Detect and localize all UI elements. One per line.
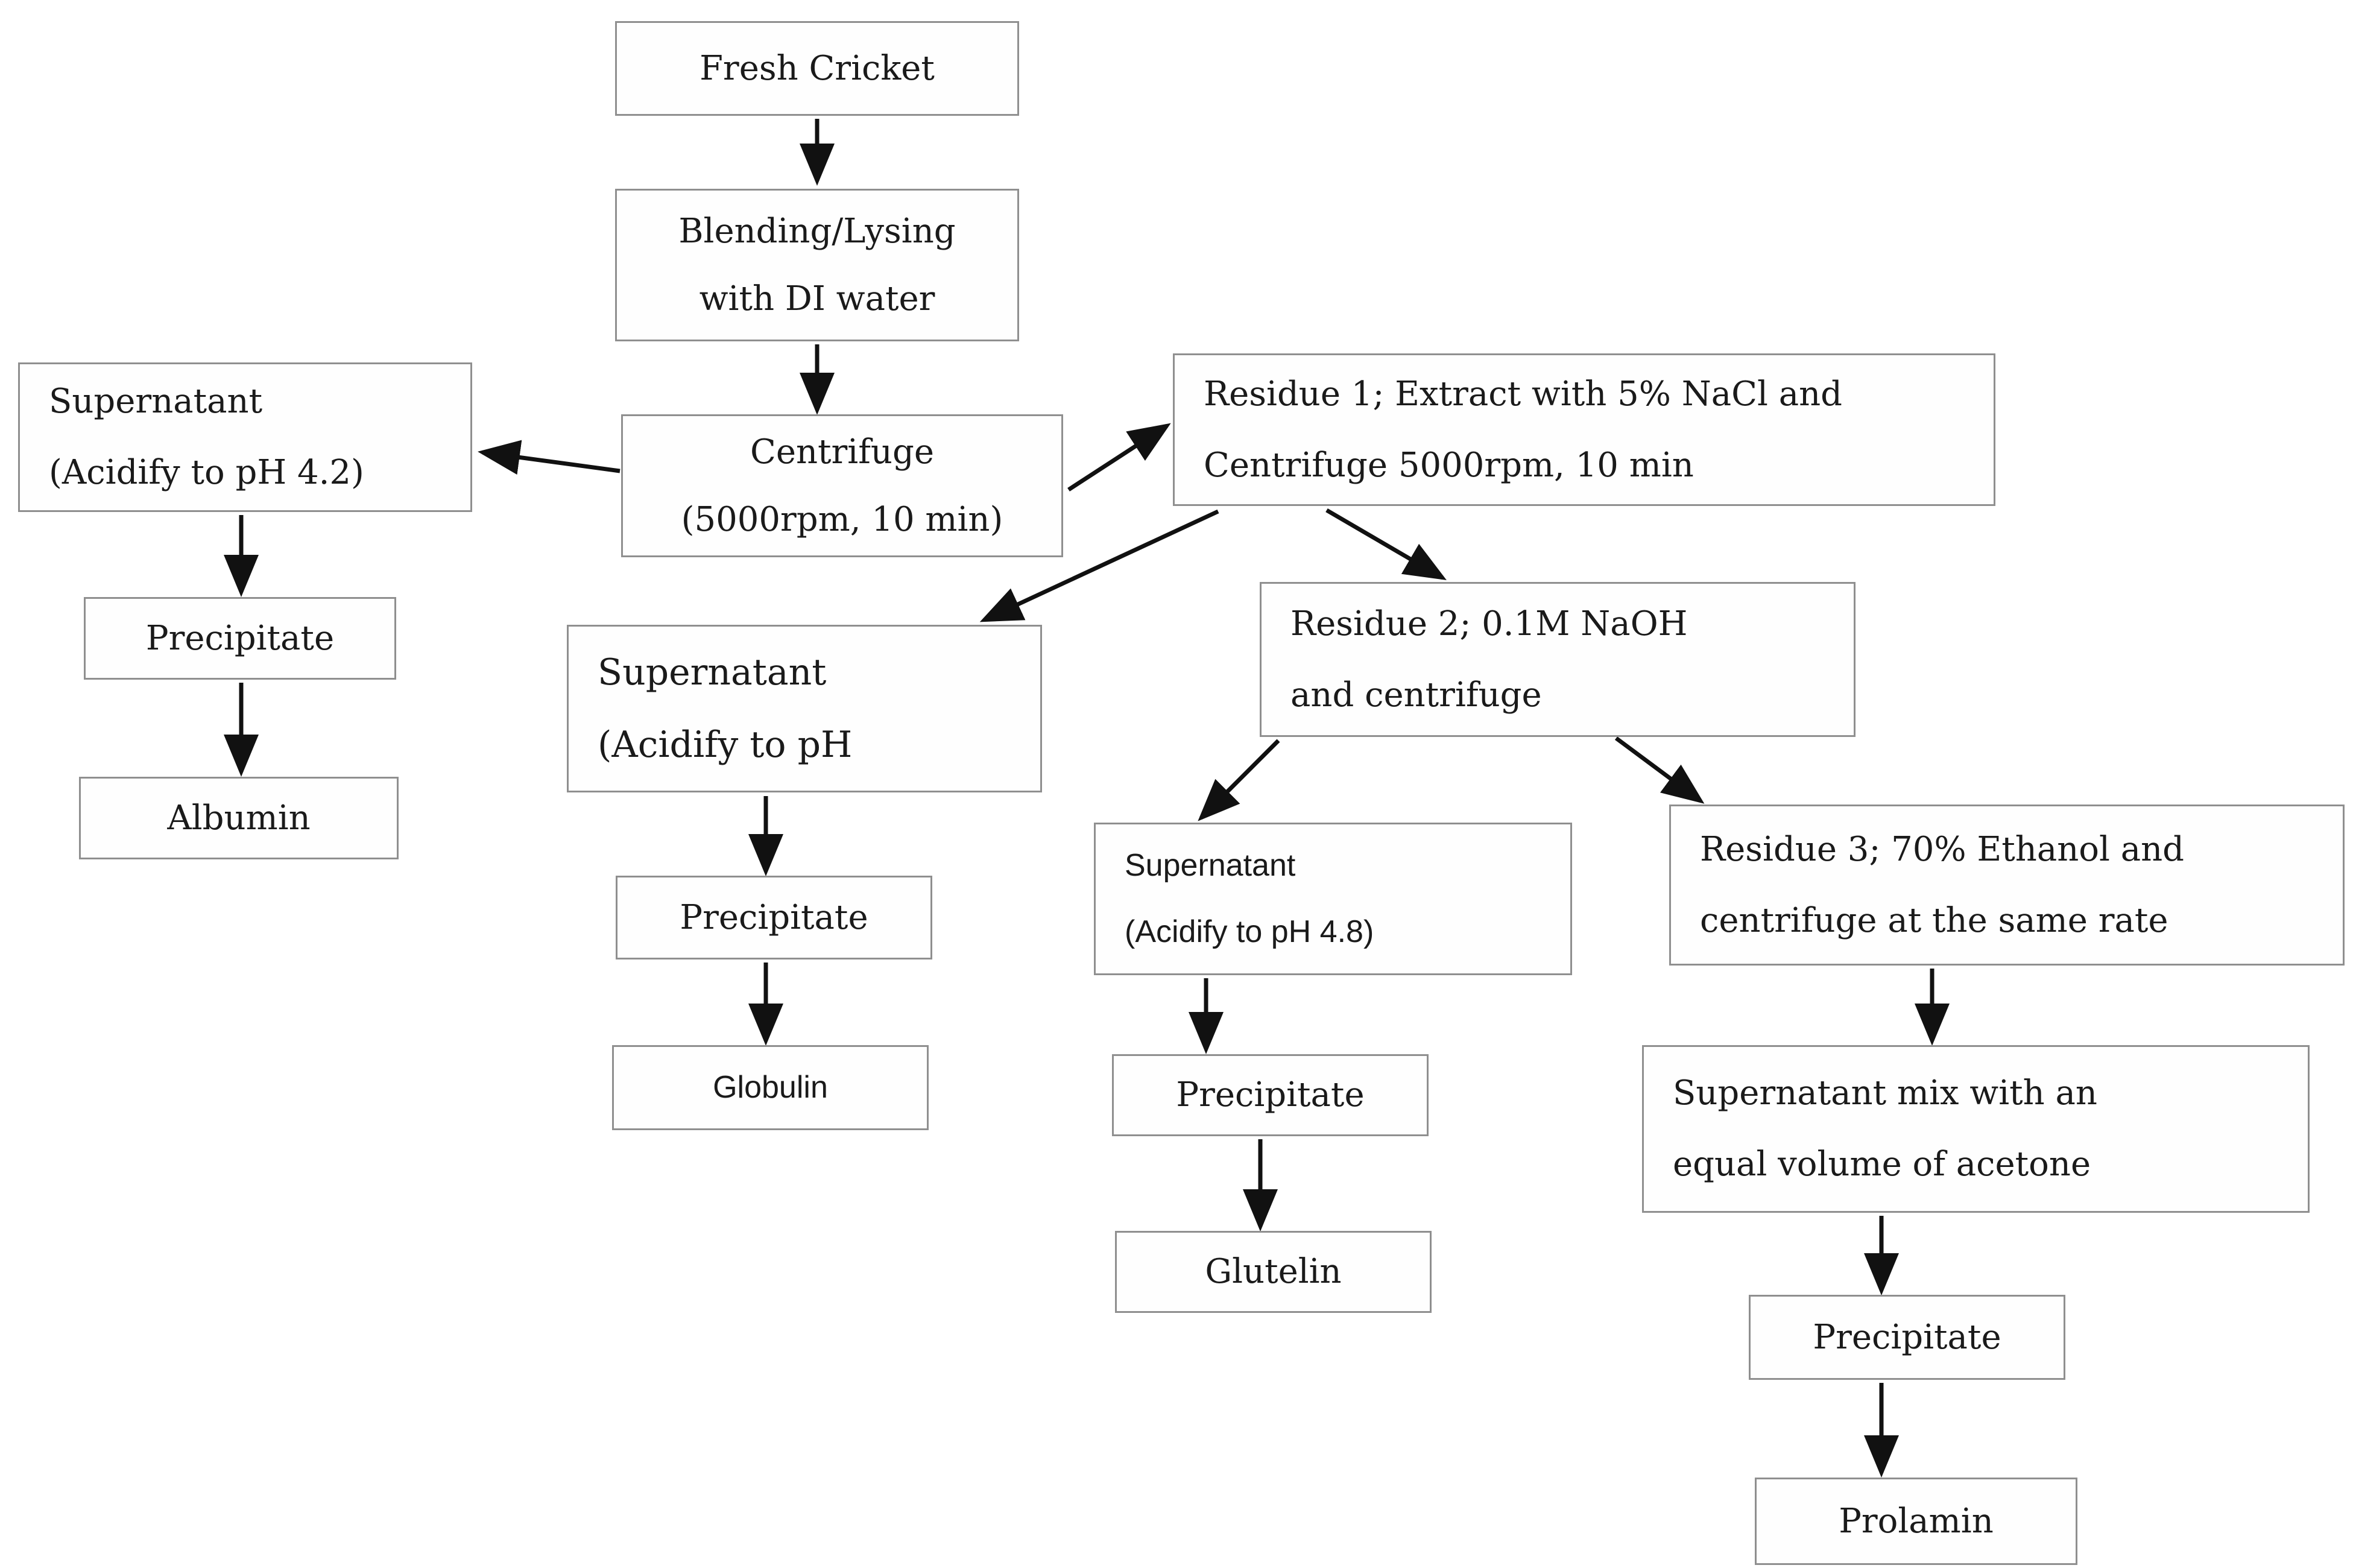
arrow-centrifuge-to-sup42 xyxy=(478,440,621,475)
node-precipitate-glutelin: Precipitate xyxy=(1112,1054,1429,1136)
node-precipitate-globulin: Precipitate xyxy=(616,876,932,959)
node-supernatant-ph42: Supernatant (Acidify to pH 4.2) xyxy=(18,362,472,512)
node-residue-1: Residue 1; Extract with 5% NaCl and Cent… xyxy=(1173,353,1995,506)
node-supernatant-mid: Supernatant (Acidify to pH xyxy=(567,625,1042,792)
node-precipitate-prolamin: Precipitate xyxy=(1749,1295,2065,1380)
node-albumin: Albumin xyxy=(79,777,399,859)
node-supernatant-ph48: Supernatant (Acidify to pH 4.8) xyxy=(1094,823,1572,975)
arrow-residue2-to-residue3 xyxy=(1614,736,1705,804)
arrow-residue2-to-sup48 xyxy=(1198,739,1280,821)
node-blending-lysing: Blending/Lysing with DI water xyxy=(615,189,1019,341)
node-fresh-cricket: Fresh Cricket xyxy=(615,21,1019,116)
node-residue-2: Residue 2; 0.1M NaOH and centrifuge xyxy=(1260,582,1856,737)
node-precipitate-albumin: Precipitate xyxy=(84,597,396,680)
node-globulin: Globulin xyxy=(612,1045,929,1130)
node-supernatant-acetone: Supernatant mix with an equal volume of … xyxy=(1642,1045,2310,1213)
node-glutelin: Glutelin xyxy=(1115,1231,1432,1313)
node-centrifuge: Centrifuge (5000rpm, 10 min) xyxy=(621,414,1063,557)
arrow-centrifuge-to-residue1 xyxy=(1067,423,1171,492)
node-residue-3: Residue 3; 70% Ethanol and centrifuge at… xyxy=(1669,805,2345,966)
node-prolamin: Prolamin xyxy=(1755,1478,2077,1565)
arrow-residue1-to-residue2 xyxy=(1325,508,1447,581)
